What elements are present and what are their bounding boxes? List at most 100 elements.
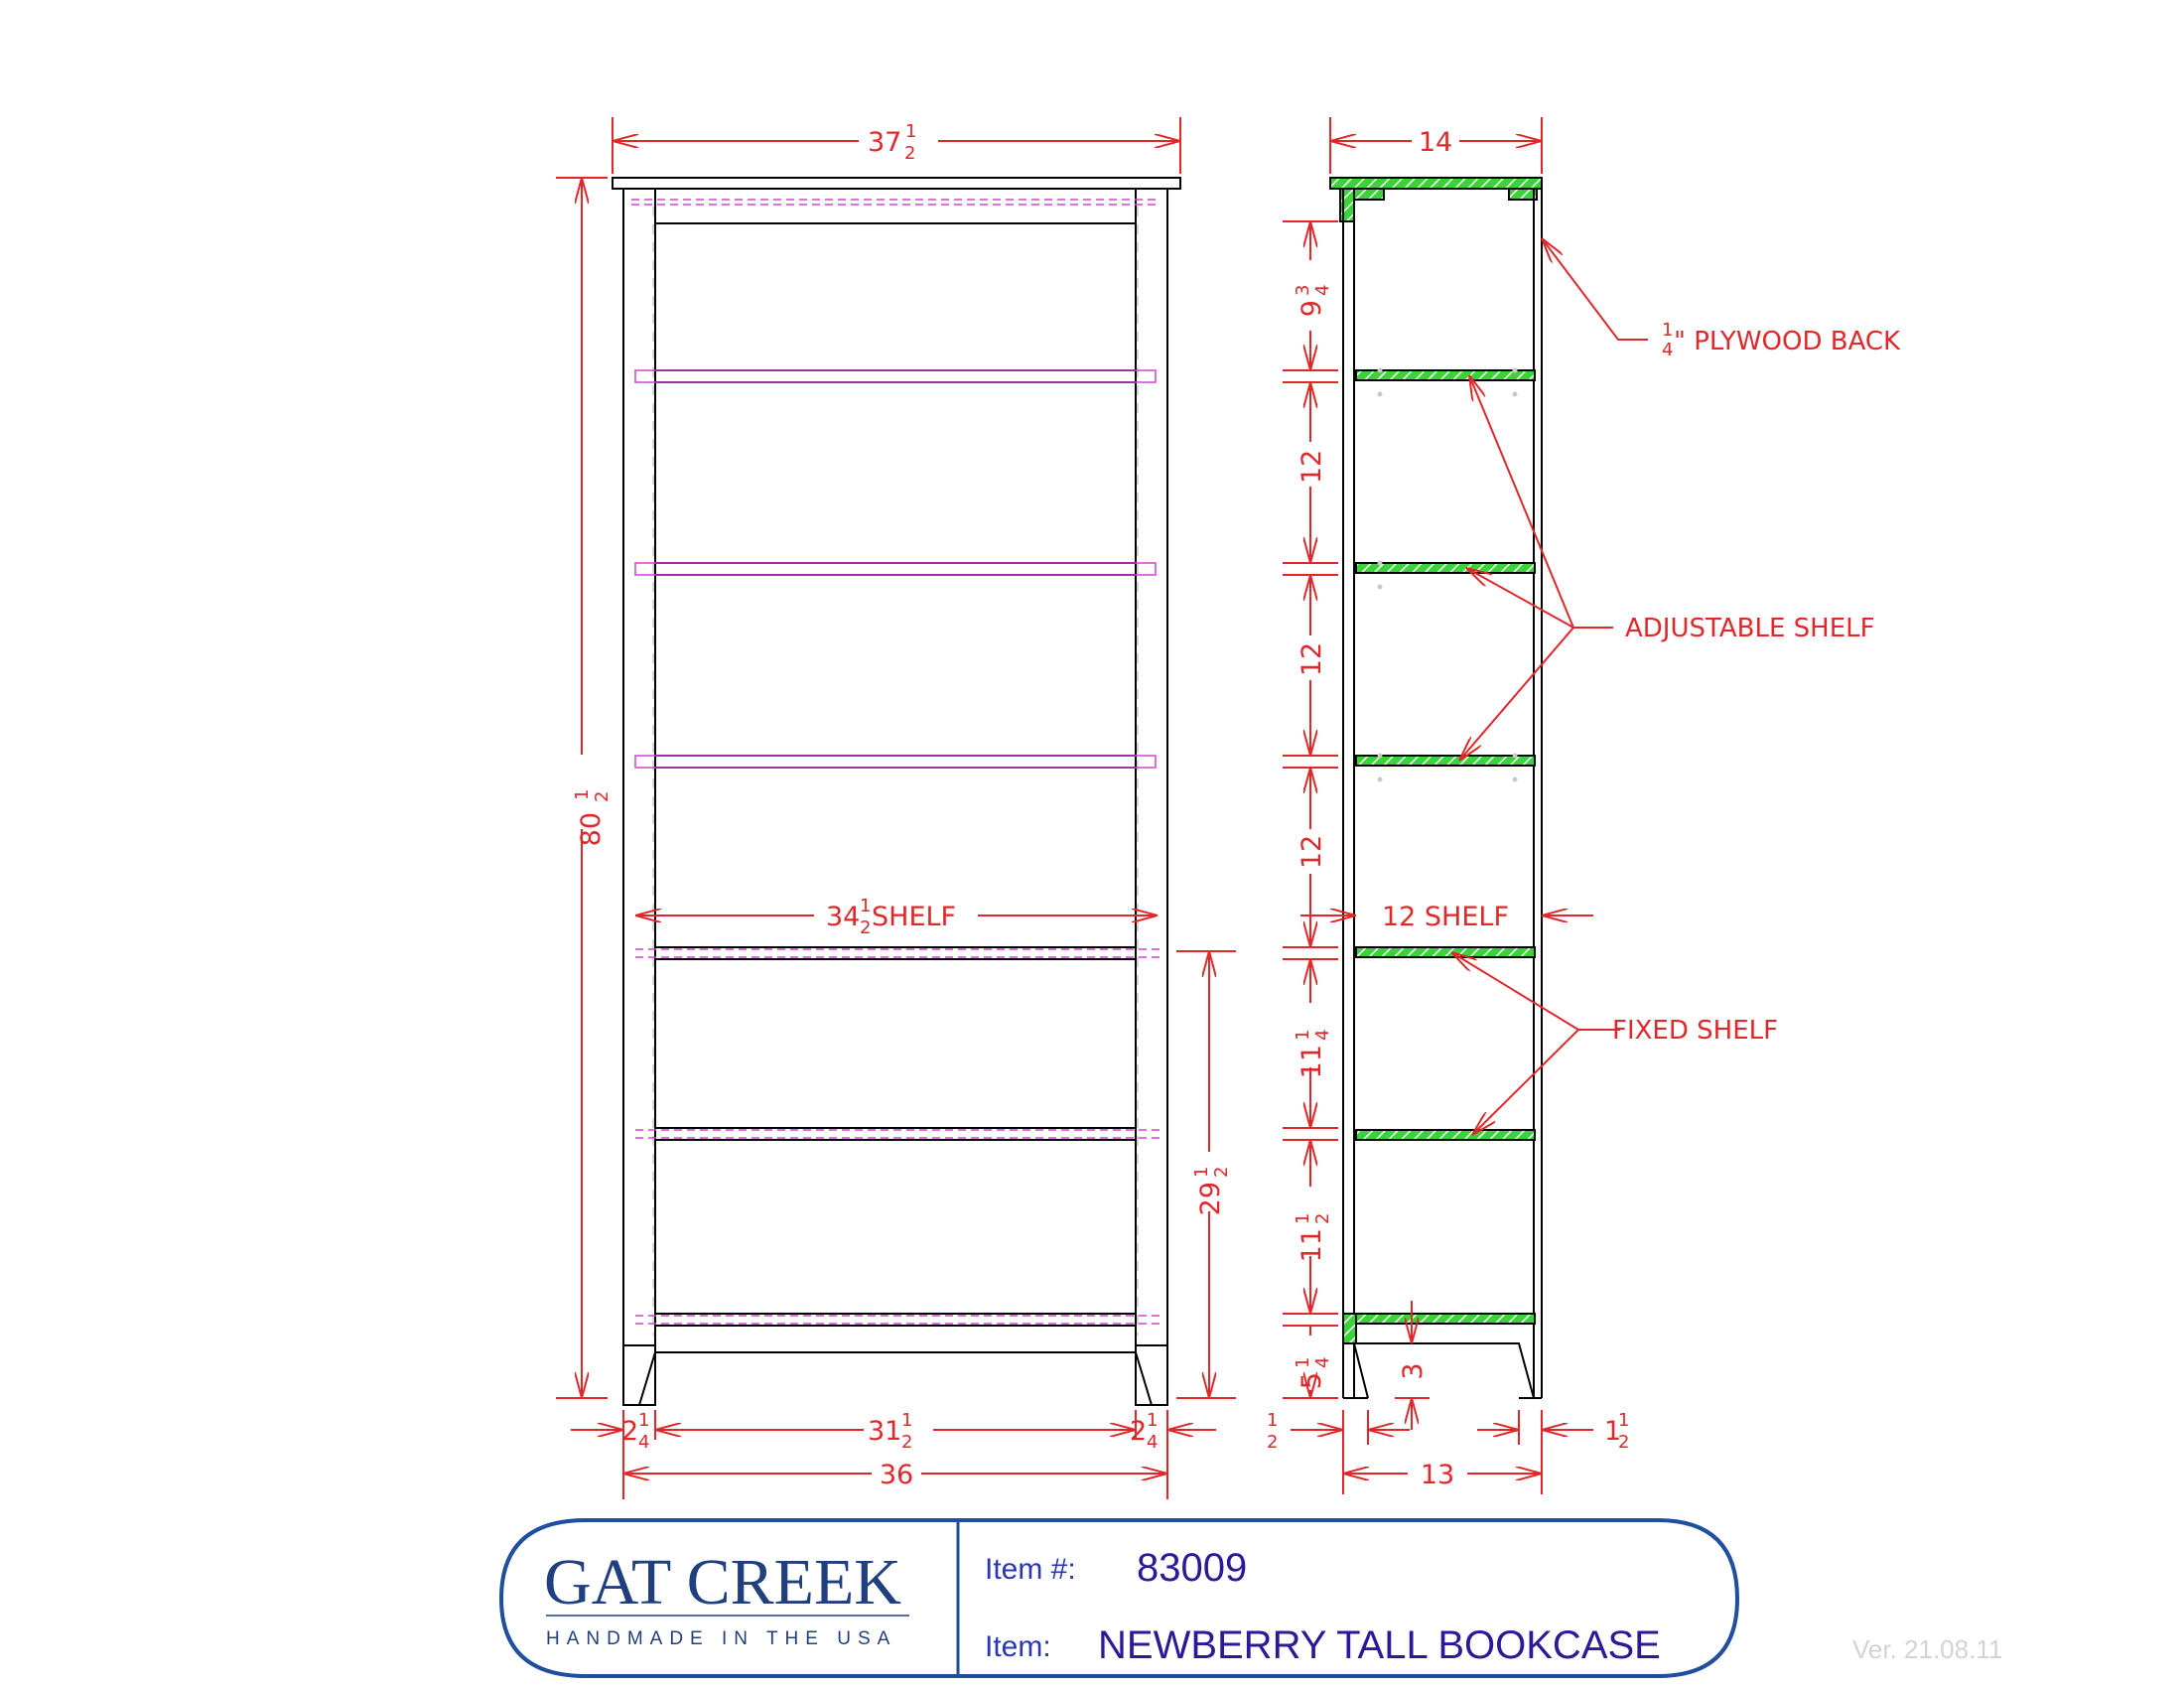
svg-text:1: 1 <box>1293 1213 1313 1224</box>
svg-text:2: 2 <box>592 791 613 802</box>
svg-text:2: 2 <box>621 1416 638 1447</box>
side-adjustable-shelf-3 <box>1355 755 1536 767</box>
svg-text:4: 4 <box>1147 1432 1158 1453</box>
svg-text:1: 1 <box>1191 1167 1212 1178</box>
side-dimension-labels: 14 9 3 4 12 12 12 12 SHELF 11 1 4 11 1 2… <box>1267 127 1629 1490</box>
dim-overall-width: 37 1 2 <box>868 121 916 164</box>
svg-text:11: 11 <box>1297 1228 1327 1262</box>
front-shelf-2 <box>655 562 1136 576</box>
side-dimensions <box>1283 117 1593 1494</box>
side-kick <box>1343 1342 1542 1399</box>
svg-text:2: 2 <box>901 1432 912 1453</box>
svg-text:2: 2 <box>904 143 915 164</box>
side-cleat-front-top <box>1353 188 1385 201</box>
side-top <box>1329 177 1543 190</box>
front-dimension-labels: 37 1 2 80 1 2 34 1 2 SHELF 29 1 2 2 1 4 … <box>572 121 1232 1490</box>
pin-slot-2 <box>634 562 1157 576</box>
svg-text:SHELF: SHELF <box>872 902 956 932</box>
leader-lines <box>1451 238 1648 1135</box>
front-shelf-5 <box>655 1127 1136 1141</box>
front-dimensions <box>556 117 1236 1499</box>
item-number-label: Item #: <box>985 1553 1076 1586</box>
item-name: NEWBERRY TALL BOOKCASE <box>1098 1623 1661 1667</box>
dim-gap-6: 11 1 2 <box>1293 1213 1333 1263</box>
item-name-label: Item: <box>985 1630 1051 1663</box>
svg-text:2: 2 <box>860 917 871 938</box>
svg-text:1: 1 <box>638 1410 649 1431</box>
side-bottom-shelf <box>1355 1313 1536 1325</box>
dim-gap-5: 11 1 4 <box>1293 1030 1333 1079</box>
side-fixed-shelf-2 <box>1355 1129 1536 1141</box>
note-adjustable-shelf: ADJUSTABLE SHELF <box>1625 614 1875 643</box>
svg-text:9: 9 <box>1297 300 1327 317</box>
front-shelf-3 <box>655 755 1136 769</box>
note-plywood-back: 1 4 " PLYWOOD BACK <box>1662 320 1901 360</box>
dim-lower-height: 29 1 2 <box>1191 1167 1232 1216</box>
dim-base: 5 1 4 <box>1293 1357 1333 1390</box>
note-fixed-shelf: FIXED SHELF <box>1612 1016 1778 1046</box>
front-hidden-lines <box>631 199 1160 1336</box>
dim-inner-width: 31 1 2 <box>868 1410 912 1453</box>
svg-text:4: 4 <box>1312 285 1333 296</box>
svg-text:1: 1 <box>1267 1410 1278 1431</box>
svg-text:1: 1 <box>901 1410 912 1431</box>
side-adjustable-shelf-2 <box>1355 562 1536 574</box>
svg-text:1: 1 <box>1662 320 1673 341</box>
svg-text:31: 31 <box>868 1416 901 1447</box>
svg-text:1: 1 <box>1293 1030 1313 1041</box>
svg-text:2: 2 <box>1312 1213 1333 1224</box>
dim-height: 80 1 2 <box>572 789 613 847</box>
item-number: 83009 <box>1137 1546 1247 1590</box>
front-bottom-shelf <box>655 1313 1136 1327</box>
svg-text:4: 4 <box>1662 340 1673 360</box>
svg-text:1: 1 <box>905 121 916 142</box>
side-bottom-cleat <box>1342 1313 1357 1344</box>
svg-text:4: 4 <box>1312 1357 1333 1368</box>
dim-shelf-depth: 12 SHELF <box>1382 902 1509 932</box>
version-label: Ver. 21.08.11 <box>1852 1634 2002 1664</box>
svg-text:2: 2 <box>1618 1432 1629 1453</box>
front-kick-arch <box>622 1344 1168 1406</box>
dim-side-right: 2 1 4 <box>1130 1410 1158 1453</box>
side-view <box>1329 177 1543 1399</box>
pin-slot-1 <box>634 369 1157 383</box>
brand-logo: GAT CREEK <box>544 1546 901 1618</box>
front-view <box>612 177 1181 1406</box>
dim-gap-4: 12 <box>1297 835 1327 869</box>
title-block: GAT CREEK HANDMADE IN THE USA Item #: 83… <box>498 1518 1740 1678</box>
svg-text:2: 2 <box>1211 1167 1232 1178</box>
dim-right-offset: 1 1 2 <box>1604 1410 1629 1453</box>
svg-text:1: 1 <box>572 789 593 800</box>
svg-text:11: 11 <box>1297 1045 1327 1078</box>
svg-text:34: 34 <box>826 902 860 932</box>
dim-shelf-width: 34 1 2 SHELF <box>826 896 956 938</box>
dim-foot: 3 <box>1398 1362 1429 1379</box>
svg-text:1: 1 <box>1604 1416 1621 1447</box>
svg-text:29: 29 <box>1195 1182 1226 1215</box>
side-pin-holes <box>1377 367 1518 782</box>
front-shelf-1 <box>655 369 1136 383</box>
dim-depth: 14 <box>1419 127 1452 158</box>
svg-text:2: 2 <box>1267 1432 1278 1453</box>
svg-text:37: 37 <box>868 127 901 158</box>
dim-left-offset: 1 2 <box>1267 1410 1278 1453</box>
front-shelf-4 <box>655 946 1136 960</box>
svg-text:1: 1 <box>860 896 871 916</box>
dim-outer-width: 36 <box>880 1460 913 1490</box>
dim-gap-3: 12 <box>1297 642 1327 676</box>
svg-text:" PLYWOOD BACK: " PLYWOOD BACK <box>1674 327 1901 356</box>
dim-gap-2: 12 <box>1297 450 1327 484</box>
svg-text:2: 2 <box>1130 1416 1147 1447</box>
dim-gap-1: 9 3 4 <box>1293 285 1333 318</box>
svg-text:5: 5 <box>1297 1372 1327 1389</box>
svg-text:1: 1 <box>1293 1357 1313 1368</box>
pin-slot-3 <box>634 755 1157 769</box>
svg-text:1: 1 <box>1618 1410 1629 1431</box>
svg-text:3: 3 <box>1293 285 1313 296</box>
svg-text:4: 4 <box>638 1432 649 1453</box>
side-cleat-back <box>1508 188 1538 201</box>
dim-bottom-depth: 13 <box>1421 1460 1454 1490</box>
svg-text:1: 1 <box>1147 1410 1158 1431</box>
brand-tagline: HANDMADE IN THE USA <box>546 1628 896 1649</box>
